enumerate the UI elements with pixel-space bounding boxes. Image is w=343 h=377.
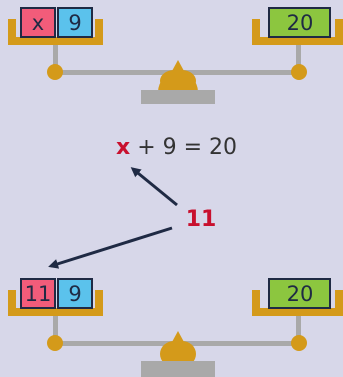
bottom-box-9-label: 9 <box>68 282 81 306</box>
top-base <box>141 90 215 104</box>
bottom-right-pivot <box>291 335 307 351</box>
top-box-x: x <box>20 7 56 38</box>
bottom-left-pan-lip-right <box>95 290 103 314</box>
top-left-pan-lip-left <box>8 19 16 43</box>
bottom-right-pan <box>252 290 343 316</box>
top-left-pan <box>8 19 103 45</box>
top-left-pivot <box>47 64 63 80</box>
bottom-base <box>141 361 215 377</box>
equation: x + 9 = 20 <box>116 135 237 160</box>
bottom-fulcrum-body <box>160 341 196 367</box>
top-fulcrum-tip <box>172 60 184 71</box>
top-fulcrum-body <box>160 70 196 92</box>
bottom-box-9: 9 <box>57 278 93 309</box>
top-left-pan-lip-right <box>95 19 103 43</box>
bottom-fulcrum-tip <box>172 331 184 342</box>
top-box-x-label: x <box>32 11 44 35</box>
top-balance-scale: x 9 20 <box>8 7 343 104</box>
bottom-box-20-label: 20 <box>287 282 314 306</box>
bottom-box-20: 20 <box>268 278 331 309</box>
bottom-left-pan-lip-left <box>8 290 16 314</box>
top-box-9: 9 <box>57 7 93 38</box>
top-right-pan-lip-right <box>335 19 343 43</box>
top-right-pan <box>252 19 343 45</box>
answer-value: 11 <box>186 207 217 232</box>
top-right-post <box>296 45 301 73</box>
top-box-20: 20 <box>268 7 331 38</box>
bottom-left-pivot <box>47 335 63 351</box>
top-right-pan-lip-left <box>252 19 260 43</box>
bottom-right-pan-bar <box>252 308 343 316</box>
top-box-20-label: 20 <box>287 11 314 35</box>
bottom-box-11: 11 <box>20 278 56 309</box>
bottom-balance-scale: 11 9 20 <box>8 278 343 377</box>
bottom-right-pan-lip-left <box>252 290 260 314</box>
top-box-9-label: 9 <box>68 11 81 35</box>
top-left-pan-bar <box>8 37 103 45</box>
bottom-right-post <box>296 316 301 344</box>
equation-variable: x <box>116 135 130 160</box>
top-right-pivot <box>291 64 307 80</box>
top-left-post <box>53 45 58 73</box>
bottom-right-pan-lip-right <box>335 290 343 314</box>
bottom-box-11-label: 11 <box>25 282 52 306</box>
arrow-to-bottom-box <box>48 226 173 269</box>
arrow-to-variable <box>130 167 178 207</box>
bottom-left-pan-bar <box>8 308 103 316</box>
equation-rest: + 9 = 20 <box>130 135 237 160</box>
top-right-pan-bar <box>252 37 343 45</box>
bottom-left-post <box>53 316 58 344</box>
bottom-left-pan <box>8 290 103 316</box>
